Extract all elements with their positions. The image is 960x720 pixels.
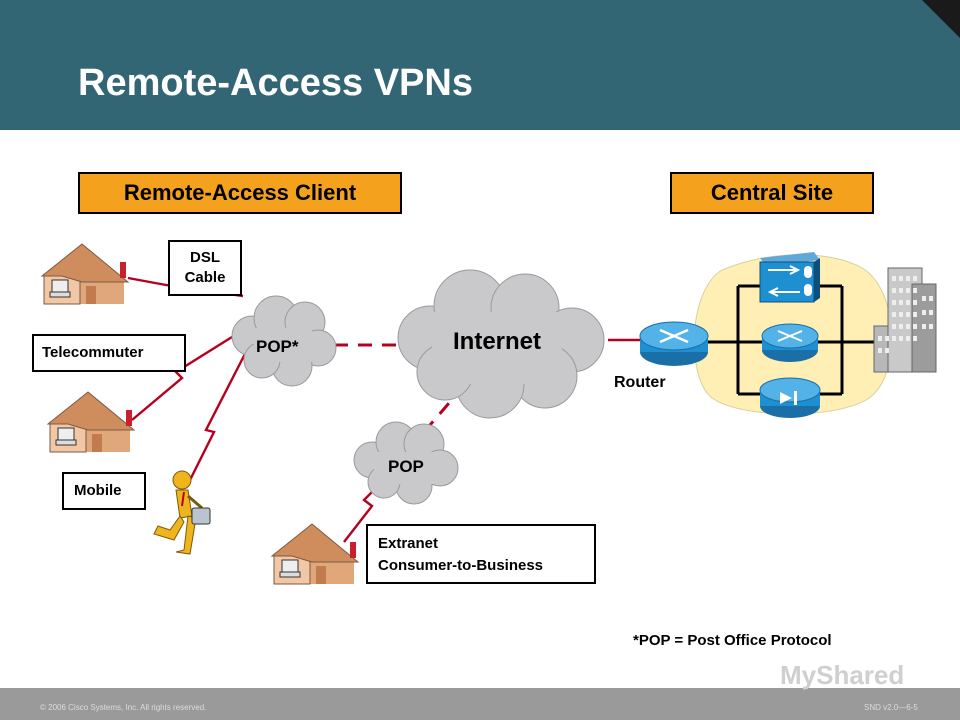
pop-footnote: *POP = Post Office Protocol (633, 632, 832, 649)
house-icon (40, 243, 130, 305)
pop-star-label: POP* (256, 337, 299, 356)
corner-fold (922, 0, 960, 38)
house-icon (270, 523, 360, 585)
pop-star-cloud-icon (231, 295, 337, 387)
house-icon (46, 391, 136, 453)
extranet-text: Extranet (378, 535, 439, 552)
router-icon (761, 323, 819, 362)
pop-cloud-icon (353, 421, 459, 505)
consumer-to-business-text: Consumer-to-Business (378, 557, 544, 574)
mobile-label: Mobile (62, 472, 146, 510)
central-site-links (708, 284, 878, 396)
vpn-concentrator-icon (759, 377, 821, 418)
internet-cloud-icon (397, 269, 605, 419)
slide-title: Remote-Access VPNs (78, 62, 473, 104)
router-label: Router (614, 374, 666, 391)
extranet-label: Extranet Consumer-to-Business (366, 524, 596, 584)
dsl-cable-label: DSL Cable (168, 240, 242, 296)
internet-label: Internet (453, 328, 542, 355)
footer-bar (0, 688, 960, 720)
telecommuter-label: Telecommuter (32, 334, 186, 372)
central-site-header: Central Site (670, 172, 874, 214)
watermark: MyShared (780, 660, 905, 690)
link-mobile (184, 347, 250, 489)
page-reference: SND v2.0—6-5 (864, 703, 918, 712)
copyright-text: © 2006 Cisco Systems, Inc. All rights re… (40, 703, 207, 712)
dsl-text: DSL (190, 249, 220, 266)
pop-label: POP (388, 457, 424, 476)
remote-access-client-header: Remote-Access Client (78, 172, 402, 214)
router-icon (639, 321, 709, 366)
title-bar (0, 0, 960, 130)
link-telecommuter-home (131, 330, 241, 421)
mobile-user-icon (153, 470, 211, 555)
building-icon (873, 267, 937, 373)
firewall-icon (759, 252, 820, 303)
cable-text: Cable (184, 269, 226, 286)
